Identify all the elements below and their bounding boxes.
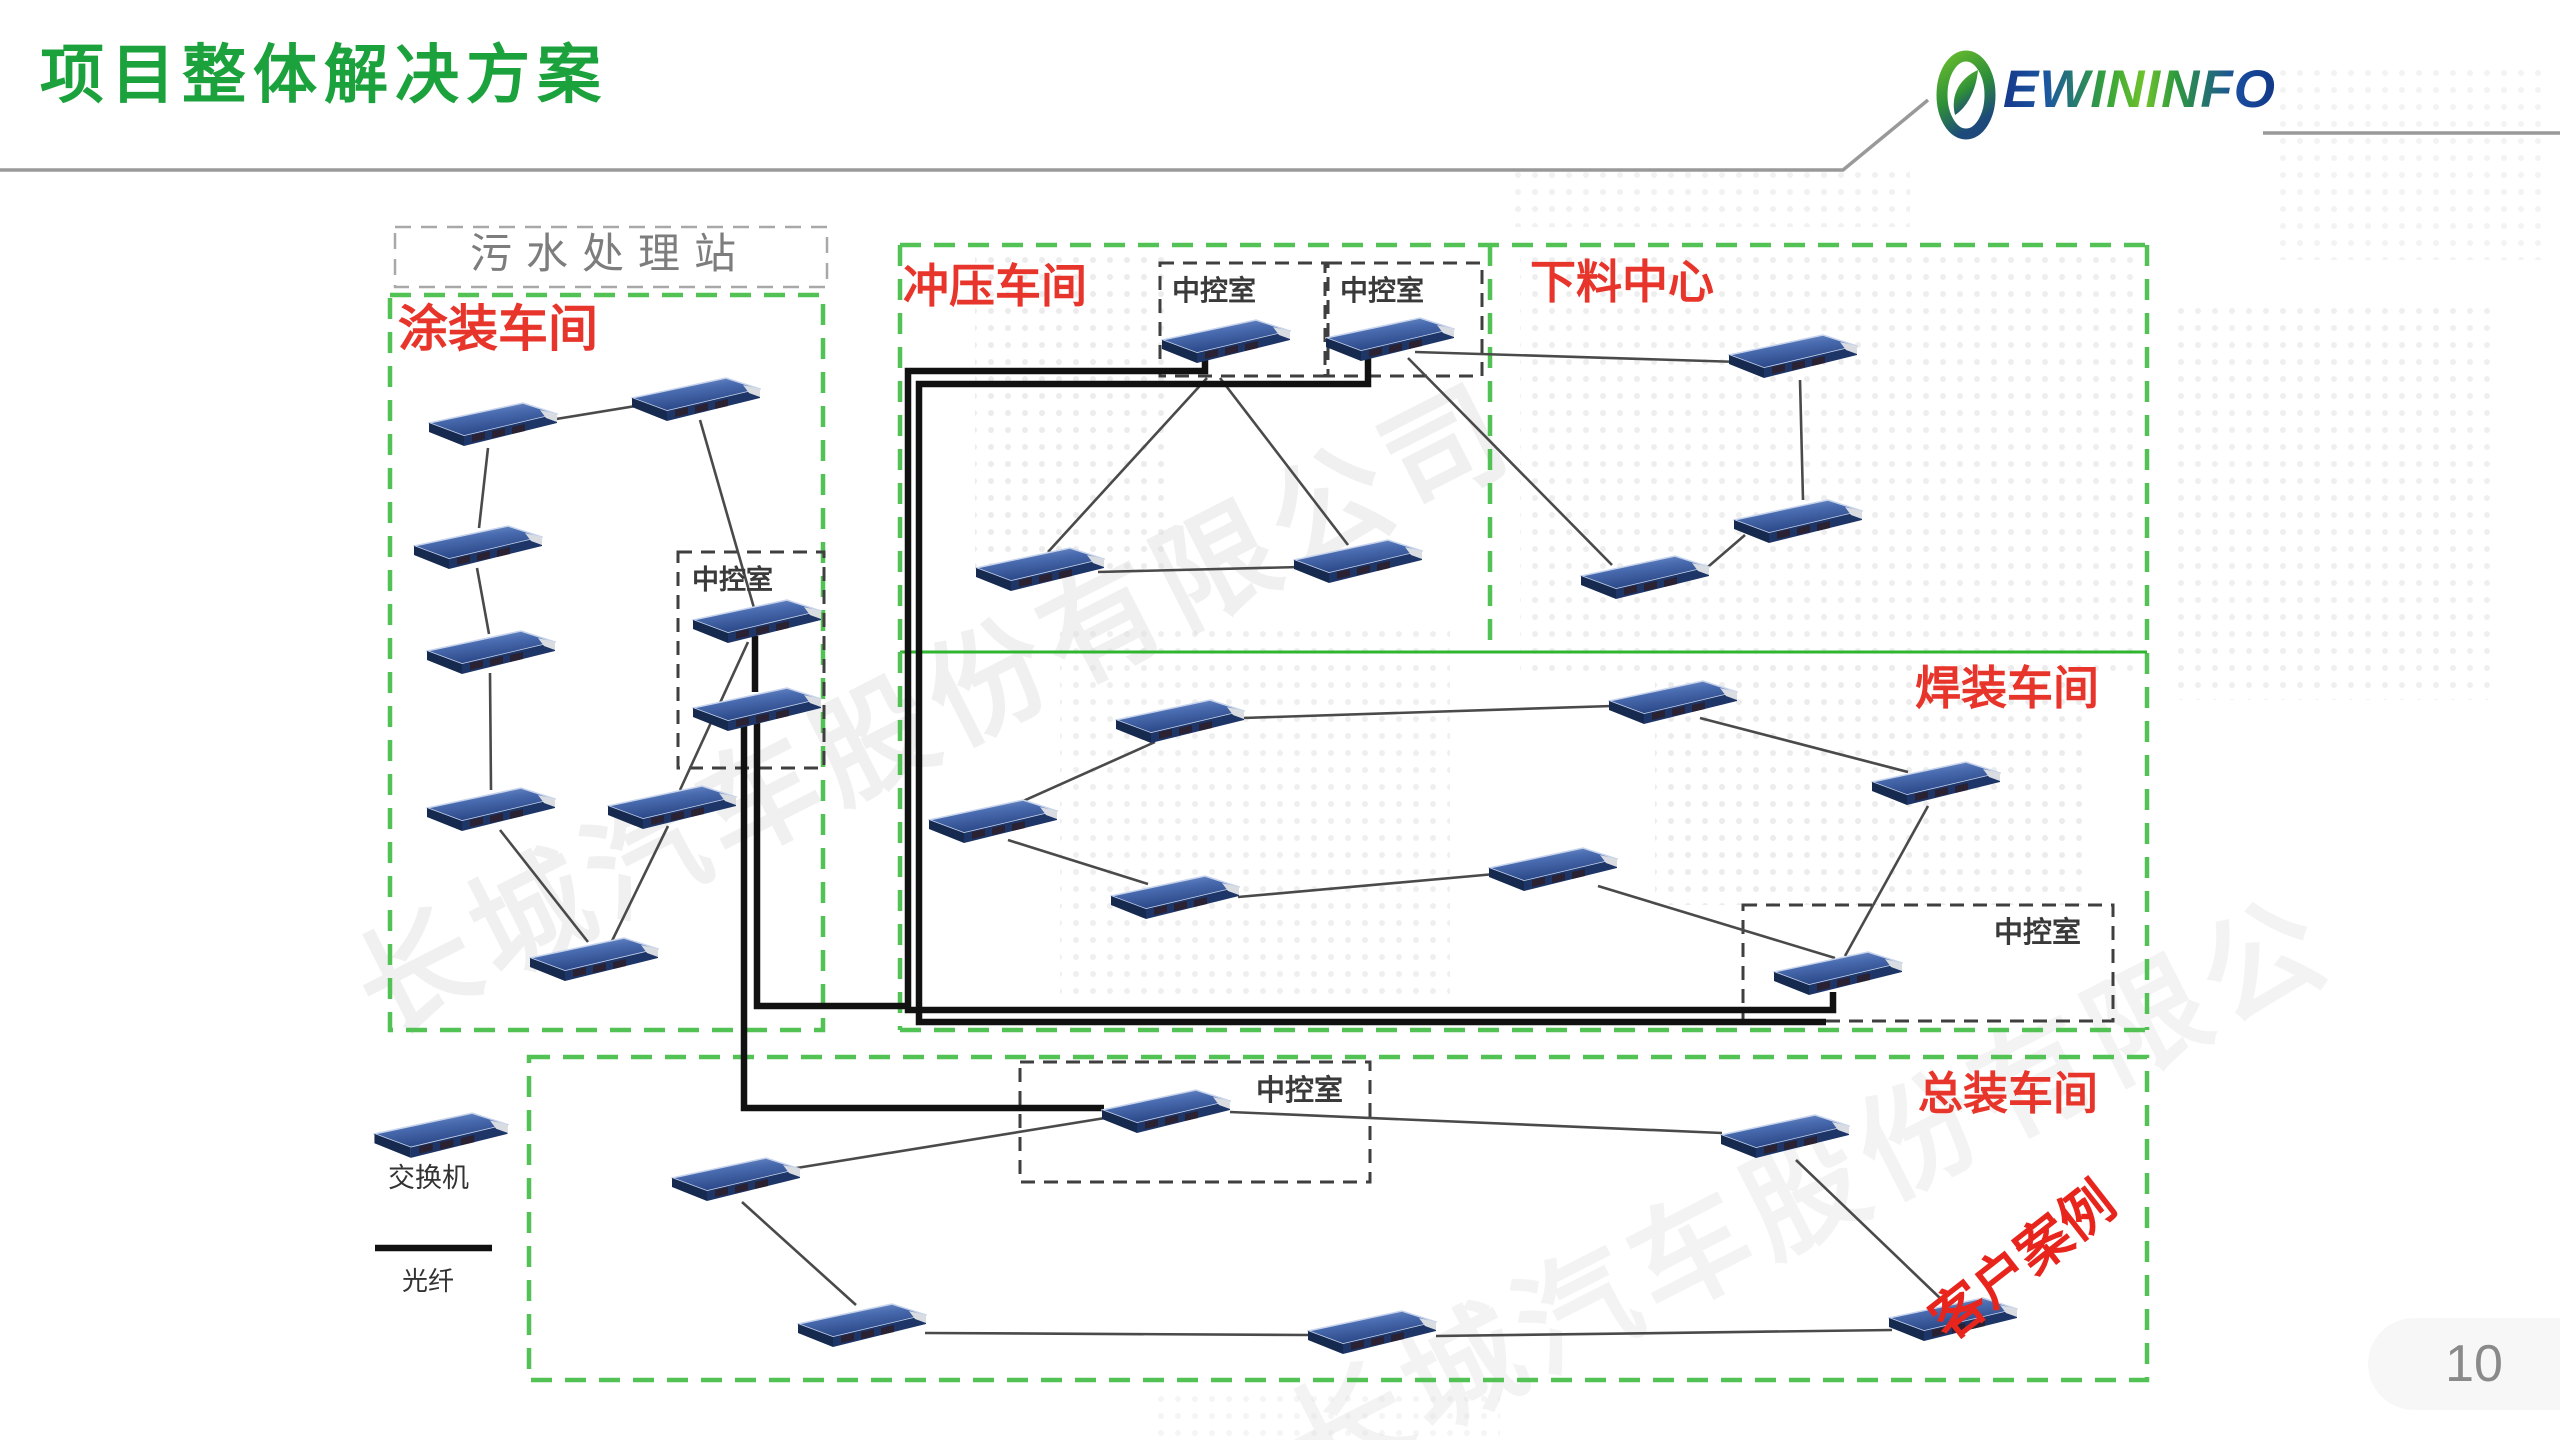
link-line <box>771 1116 1106 1174</box>
legend-switch-label: 交换机 <box>388 1163 469 1193</box>
link-line <box>741 1201 857 1306</box>
network-switch-icon <box>428 402 558 447</box>
leaf-ellipse-logo-icon <box>1936 50 1996 140</box>
network-switch-icon <box>1488 847 1618 892</box>
network-switch-icon <box>1101 1089 1231 1134</box>
network-switch-icon <box>631 377 761 422</box>
link-line <box>1699 716 1909 774</box>
control-room-label: 中控室 <box>1340 275 1425 306</box>
link-line <box>1407 357 1613 566</box>
control-room-label: 中控室 <box>1994 917 2082 949</box>
network-switch-icon <box>1161 319 1291 364</box>
link-line <box>475 567 491 635</box>
area-label-painting: 涂装车间 <box>398 301 598 357</box>
header-divider-line <box>0 98 2560 172</box>
area-label-assembly: 总装车间 <box>1918 1068 2099 1119</box>
welding-workshop-box <box>897 652 2147 1033</box>
fiber-line <box>904 352 1837 1014</box>
network-switch-icon <box>797 1303 927 1348</box>
fiber-line <box>753 712 908 1010</box>
control-room-boxes <box>676 261 2115 1184</box>
network-switch-icon <box>1773 951 1903 996</box>
link-line <box>488 672 493 791</box>
link-line <box>1229 1110 1723 1135</box>
network-switch-icon <box>426 630 556 675</box>
page-title: 项目整体解决方案 <box>40 39 608 111</box>
fiber-line <box>740 712 1104 1112</box>
link-line <box>498 829 590 943</box>
link-line <box>1795 1159 1943 1301</box>
control-room-label: 中控室 <box>692 565 773 595</box>
dot-map-background <box>975 60 2550 1436</box>
area-label-welding: 焊装车间 <box>1915 662 2099 714</box>
network-switch-icon <box>1325 317 1455 362</box>
link-line <box>1007 838 1149 886</box>
assembly-workshop-box <box>526 1054 2150 1383</box>
link-line <box>1097 565 1301 574</box>
network-switch-icon <box>607 785 737 830</box>
network-switch-icon <box>1307 1310 1437 1355</box>
legend-switch-icon <box>373 1112 509 1159</box>
link-line <box>1435 1328 1893 1338</box>
network-switch-icon <box>1293 539 1423 584</box>
network-switch-icon <box>426 787 556 832</box>
link-line <box>1011 740 1156 808</box>
stamping-blanking-box <box>897 242 2150 1030</box>
link-line <box>1218 377 1350 546</box>
link-line <box>1597 884 1836 960</box>
link-line <box>608 825 670 946</box>
page-number: 10 <box>2445 1335 2503 1393</box>
legend-fiber-label: 光纤 <box>402 1266 455 1296</box>
link-line <box>1798 379 1805 501</box>
network-switch-icon <box>671 1157 801 1202</box>
control-room-label: 中控室 <box>1172 275 1257 306</box>
network-switch-icon <box>413 525 543 570</box>
logo-wordmark: EWININFO <box>2003 60 2276 119</box>
area-label-blanking: 下料中心 <box>1530 256 1714 308</box>
control-room-label: 中控室 <box>1256 1075 1344 1107</box>
link-line <box>924 1331 1311 1337</box>
link-line <box>1701 534 1746 573</box>
fiber-line <box>915 350 1826 1026</box>
link-line <box>477 447 490 529</box>
area-label-sewage: 污水处理站 <box>470 230 751 277</box>
page-number-pill: 10 <box>2368 1318 2560 1410</box>
sewage-station-box <box>393 225 829 289</box>
network-switch-icon <box>1720 1114 1850 1159</box>
link-line <box>1414 350 1741 364</box>
network-switch-icon <box>529 937 659 982</box>
link-line <box>1843 805 1930 957</box>
link-line <box>1047 377 1208 553</box>
fiber-trunks <box>375 350 1837 1252</box>
link-line <box>1242 704 1613 720</box>
ethernet-links <box>475 350 1943 1338</box>
link-line <box>698 419 756 609</box>
link-line <box>1237 872 1496 899</box>
link-line <box>549 403 643 422</box>
network-switch-icon <box>928 799 1058 844</box>
area-label-stamping: 冲压车间 <box>903 260 1087 312</box>
